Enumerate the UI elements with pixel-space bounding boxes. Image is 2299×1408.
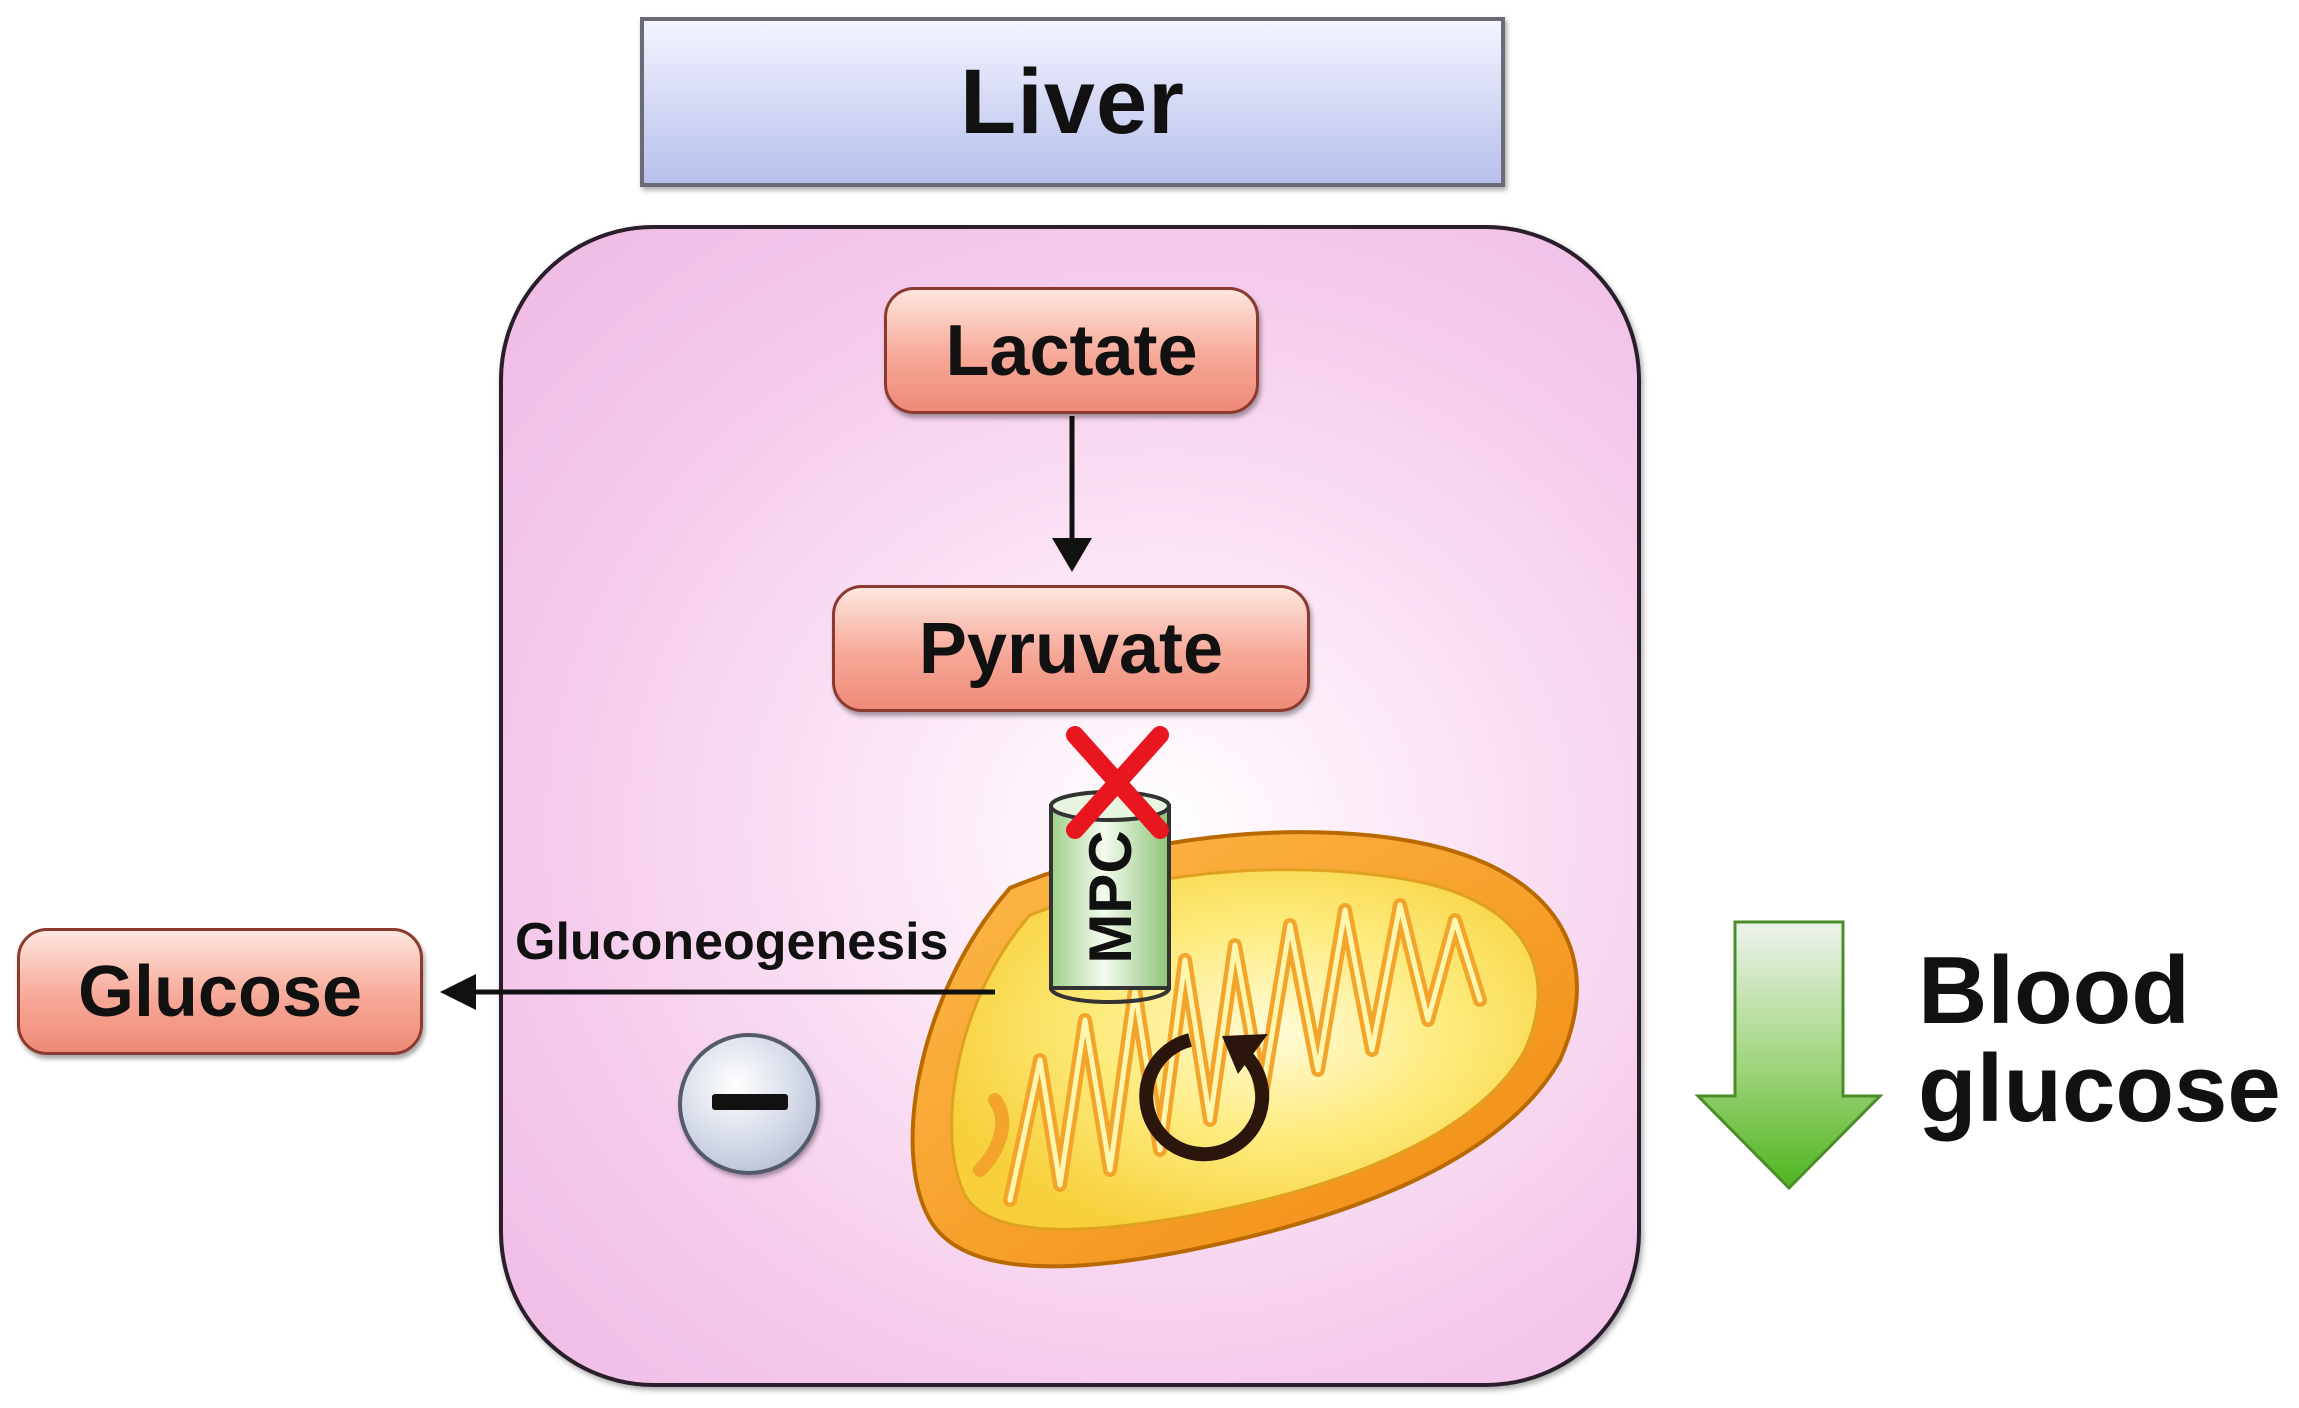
- gluconeogenesis-label: Gluconeogenesis: [515, 913, 949, 971]
- liver-title-box: Liver: [640, 17, 1505, 187]
- lactate-to-pyruvate-arrow: [1052, 416, 1092, 572]
- pyruvate-node: Pyruvate: [832, 585, 1310, 712]
- minus-bar: [712, 1094, 788, 1110]
- gluconeogenesis-arrow: [440, 974, 995, 1010]
- mpc-label: MPC: [1077, 830, 1144, 963]
- liver-title: Liver: [960, 50, 1185, 153]
- pyruvate-label: Pyruvate: [918, 608, 1224, 689]
- glucose-node: Glucose: [17, 928, 423, 1055]
- glucose-label: Glucose: [77, 951, 363, 1032]
- down-arrow-icon: [1694, 920, 1884, 1191]
- blood-glucose-line1: Blood: [1918, 937, 2190, 1044]
- mpc-transporter: MPC: [1049, 790, 1171, 1004]
- lactate-node: Lactate: [884, 287, 1259, 414]
- inhibition-x-icon: [1066, 726, 1169, 839]
- blood-glucose-label: Blood glucose: [1918, 942, 2298, 1142]
- cycle-arrow-icon: [1139, 1033, 1270, 1162]
- lactate-label: Lactate: [945, 310, 1198, 391]
- blood-glucose-line2: glucose: [1918, 1035, 2281, 1142]
